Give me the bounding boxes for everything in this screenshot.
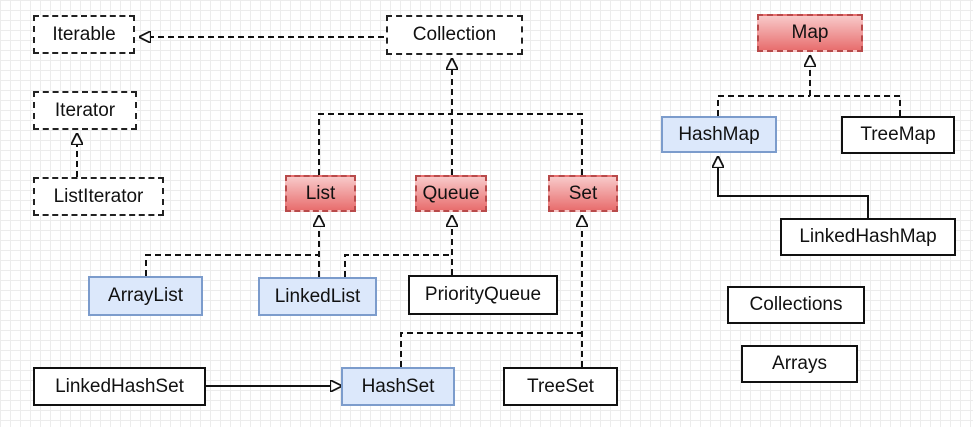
queue-node[interactable]: Queue <box>415 175 487 212</box>
map-node[interactable]: Map <box>757 14 863 52</box>
arrays-label: Arrays <box>772 353 827 374</box>
linkedhashset-node[interactable]: LinkedHashSet <box>33 367 206 406</box>
arraylist-label: ArrayList <box>108 285 183 306</box>
iterator-label: Iterator <box>54 99 116 121</box>
priorityqueue-label: PriorityQueue <box>424 284 542 305</box>
edge-list-collection <box>318 113 452 175</box>
list-label: List <box>305 182 336 204</box>
list-node[interactable]: List <box>285 175 356 212</box>
hashset-node[interactable]: HashSet <box>341 367 455 406</box>
priorityqueue-node[interactable]: PriorityQueue <box>408 275 558 315</box>
edge-linkedhashmap-hashmap <box>718 157 869 218</box>
edge-arraylist-list <box>145 254 319 276</box>
listiterator-node[interactable]: ListIterator <box>33 177 164 216</box>
queue-label: Queue <box>422 182 480 204</box>
iterable-node[interactable]: Iterable <box>33 15 135 54</box>
collections-node[interactable]: Collections <box>727 286 865 324</box>
linkedhashset-label: LinkedHashSet <box>55 375 184 397</box>
edge-set-collection <box>452 113 583 175</box>
linkedhashmap-label: LinkedHashMap <box>799 226 937 247</box>
treeset-label: TreeSet <box>527 375 594 397</box>
edge-treemap-map <box>810 95 901 116</box>
collection-label: Collection <box>412 24 497 45</box>
iterable-label: Iterable <box>52 23 116 45</box>
arraylist-node[interactable]: ArrayList <box>88 276 203 316</box>
edge-linkedlist-queue <box>344 254 452 277</box>
hashset-label: HashSet <box>361 375 435 397</box>
arrays-node[interactable]: Arrays <box>741 345 858 383</box>
collections-label: Collections <box>749 294 843 315</box>
treemap-node[interactable]: TreeMap <box>841 116 955 154</box>
iterator-node[interactable]: Iterator <box>33 91 137 130</box>
collection-node[interactable]: Collection <box>386 15 523 55</box>
treemap-label: TreeMap <box>860 124 936 145</box>
edge-hashset-set <box>400 332 582 367</box>
linkedlist-label: LinkedList <box>274 285 361 307</box>
treeset-node[interactable]: TreeSet <box>503 367 618 406</box>
linkedlist-node[interactable]: LinkedList <box>258 277 377 316</box>
hashmap-label: HashMap <box>678 123 760 145</box>
listiterator-label: ListIterator <box>53 185 144 207</box>
hashmap-node[interactable]: HashMap <box>661 116 777 153</box>
map-label: Map <box>791 22 829 43</box>
set-label: Set <box>568 182 598 204</box>
set-node[interactable]: Set <box>548 175 618 212</box>
linkedhashmap-node[interactable]: LinkedHashMap <box>780 218 956 256</box>
edge-hashmap-map <box>717 95 810 116</box>
